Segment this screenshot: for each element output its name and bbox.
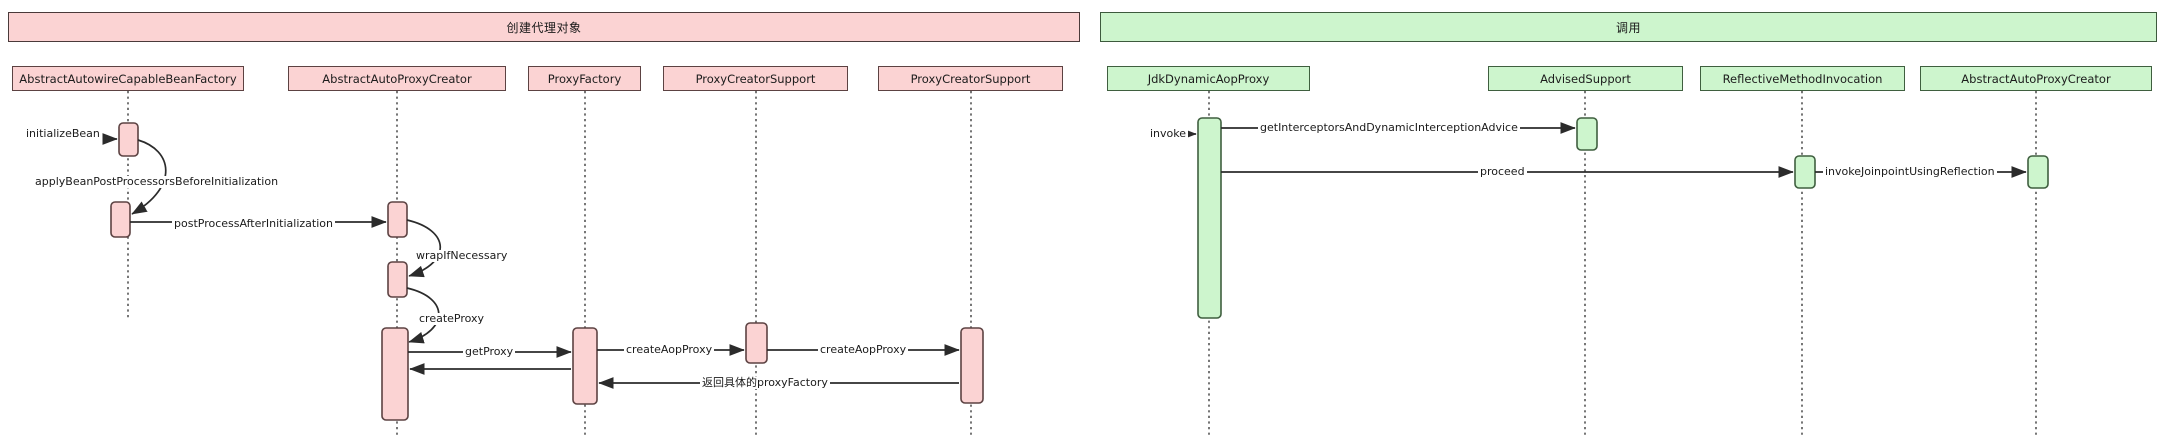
message-label-get-interceptors-and-dynamic-interception-advice: getInterceptorsAndDynamicInterceptionAdv… bbox=[1258, 122, 1520, 134]
message-label-get-proxy: getProxy bbox=[463, 345, 516, 358]
arrow-apply-bean-post-processors bbox=[131, 139, 167, 215]
activation-abstract-auto-proxy-creator bbox=[2027, 155, 2049, 189]
label-text: wrapIfNecessary bbox=[416, 249, 508, 262]
label-text: createAopProxy bbox=[820, 343, 907, 356]
participant-advised-support[interactable]: AdvisedSupport bbox=[1488, 66, 1683, 91]
activation-create-proxy bbox=[381, 327, 409, 421]
activation-reflective-method-invocation bbox=[1794, 155, 1816, 189]
activation-bars bbox=[110, 117, 2049, 421]
message-label-create-proxy: createProxy bbox=[417, 312, 487, 325]
label-text: invoke bbox=[1150, 127, 1187, 140]
participant-reflective-method-invocation[interactable]: ReflectiveMethodInvocation bbox=[1700, 66, 1905, 91]
participant-label: AbstractAutoProxyCreator bbox=[1961, 71, 2111, 86]
label-text: applyBeanPostProcessorsBeforeInitializat… bbox=[35, 175, 279, 188]
group-band-create-proxy: 创建代理对象 bbox=[8, 12, 1080, 42]
message-label-return-proxy-factory: 返回具体的proxyFactory bbox=[700, 377, 830, 389]
label-text: 返回具体的proxyFactory bbox=[702, 376, 828, 389]
label-text: getProxy bbox=[465, 345, 514, 358]
activation-advised-support bbox=[1576, 117, 1598, 151]
group-label-invoke: 调用 bbox=[1615, 20, 1641, 35]
label-text: invokeJoinpointUsingReflection bbox=[1825, 165, 1995, 178]
activation-create-aop-proxy-1 bbox=[745, 322, 768, 364]
group-label-create-proxy: 创建代理对象 bbox=[506, 20, 582, 35]
label-text: createAopProxy bbox=[626, 343, 713, 356]
message-label-wrap-if-necessary: wrapIfNecessary bbox=[414, 249, 510, 262]
participant-proxy-creator-support-2[interactable]: ProxyCreatorSupport bbox=[878, 66, 1063, 91]
activation-wrap-if-necessary bbox=[387, 261, 408, 298]
label-text: proceed bbox=[1480, 165, 1525, 178]
message-label-initialize-bean: initializeBean bbox=[24, 128, 102, 140]
activation-create-aop-proxy-2 bbox=[960, 327, 984, 404]
participant-label: AbstractAutoProxyCreator bbox=[322, 71, 472, 86]
message-label-create-aop-proxy-1: createAopProxy bbox=[624, 343, 715, 356]
participant-proxy-factory[interactable]: ProxyFactory bbox=[528, 66, 641, 91]
participant-label: ProxyCreatorSupport bbox=[910, 71, 1031, 86]
label-text: createProxy bbox=[419, 312, 485, 325]
participant-label: AdvisedSupport bbox=[1540, 71, 1631, 86]
participant-label: ProxyCreatorSupport bbox=[695, 71, 816, 86]
message-label-invoke: invoke bbox=[1148, 127, 1189, 140]
participant-abstract-auto-proxy-creator-1[interactable]: AbstractAutoProxyCreator bbox=[288, 66, 506, 91]
message-label-invoke-joinpoint-using-reflection: invokeJoinpointUsingReflection bbox=[1823, 166, 1997, 178]
message-label-apply-bean-post-processors-before-initialization: applyBeanPostProcessorsBeforeInitializat… bbox=[33, 175, 281, 188]
participant-label: ProxyFactory bbox=[547, 71, 622, 86]
label-text: postProcessAfterInitialization bbox=[174, 217, 333, 230]
label-text: initializeBean bbox=[26, 127, 100, 140]
participant-abstract-auto-proxy-creator-2[interactable]: AbstractAutoProxyCreator bbox=[1920, 66, 2152, 91]
message-label-post-process-after-initialization: postProcessAfterInitialization bbox=[172, 218, 335, 230]
lifelines bbox=[127, 91, 2037, 437]
participant-jdk-dynamic-aop-proxy[interactable]: JdkDynamicAopProxy bbox=[1107, 66, 1310, 91]
group-band-invoke: 调用 bbox=[1100, 12, 2157, 42]
arrow-wrap-if-necessary bbox=[406, 219, 442, 278]
activation-apply-bean-post-processors bbox=[110, 201, 131, 238]
message-label-proceed: proceed bbox=[1478, 166, 1527, 178]
message-label-create-aop-proxy-2: createAopProxy bbox=[818, 343, 909, 356]
activation-post-process-after-initialization bbox=[387, 201, 408, 238]
participant-label: ReflectiveMethodInvocation bbox=[1722, 71, 1883, 86]
activation-initialize-bean bbox=[118, 122, 139, 157]
participant-label: JdkDynamicAopProxy bbox=[1147, 71, 1270, 86]
label-text: getInterceptorsAndDynamicInterceptionAdv… bbox=[1260, 121, 1518, 134]
participant-label: AbstractAutowireCapableBeanFactory bbox=[19, 71, 237, 86]
participant-proxy-creator-support-1[interactable]: ProxyCreatorSupport bbox=[663, 66, 848, 91]
participant-abstract-autowire-capable-bean-factory[interactable]: AbstractAutowireCapableBeanFactory bbox=[12, 66, 244, 91]
activation-get-proxy bbox=[572, 327, 598, 405]
activation-invoke bbox=[1197, 117, 1222, 319]
